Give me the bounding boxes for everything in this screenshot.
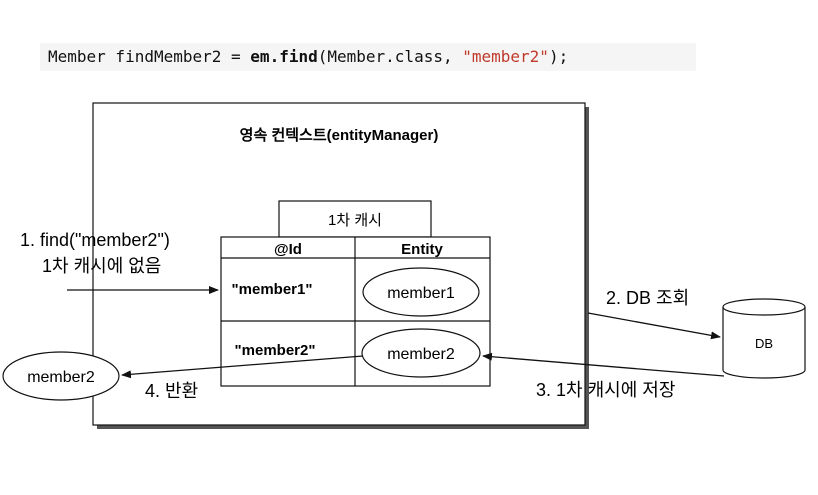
step3-arrow [482, 352, 725, 377]
code-line: Member findMember2 = em.find(Member.clas… [40, 43, 696, 71]
step1-sublabel: 1차 캐시에 없음 [42, 256, 161, 276]
code-part-2: em.find [250, 47, 318, 66]
table-header-id: @Id [274, 241, 302, 258]
step3-label: 3. 1차 캐시에 저장 [536, 380, 675, 400]
step2-label: 2. DB 조회 [606, 288, 689, 308]
row1-entity-ellipse [362, 267, 480, 317]
row2-entity: member2 [387, 346, 455, 363]
cache-title: 1차 캐시 [328, 212, 382, 229]
code-part-4: "member2" [462, 47, 549, 66]
db-label: DB [755, 336, 773, 351]
db-cylinder-top [722, 298, 806, 316]
returned-entity-ellipse [2, 351, 120, 401]
row2-id: "member2" [235, 342, 316, 359]
code-part-1: Member findMember2 = [48, 47, 251, 66]
step2-arrow [587, 312, 721, 340]
context-title: 영속 컨텍스트(entityManager) [240, 126, 439, 144]
db-cylinder-body [722, 307, 806, 379]
step4-label: 4. 반환 [145, 381, 198, 401]
step4-arrow [121, 355, 364, 379]
row2-entity-ellipse [361, 328, 481, 378]
row1-entity: member1 [387, 285, 455, 302]
returned-entity-label: member2 [27, 369, 95, 386]
row1-id: "member1" [232, 281, 313, 298]
code-part-3: (Member.class, [317, 47, 463, 66]
code-part-5: ); [548, 47, 569, 66]
step1-label: 1. find("member2") [20, 230, 170, 250]
table-header-entity: Entity [401, 241, 443, 258]
